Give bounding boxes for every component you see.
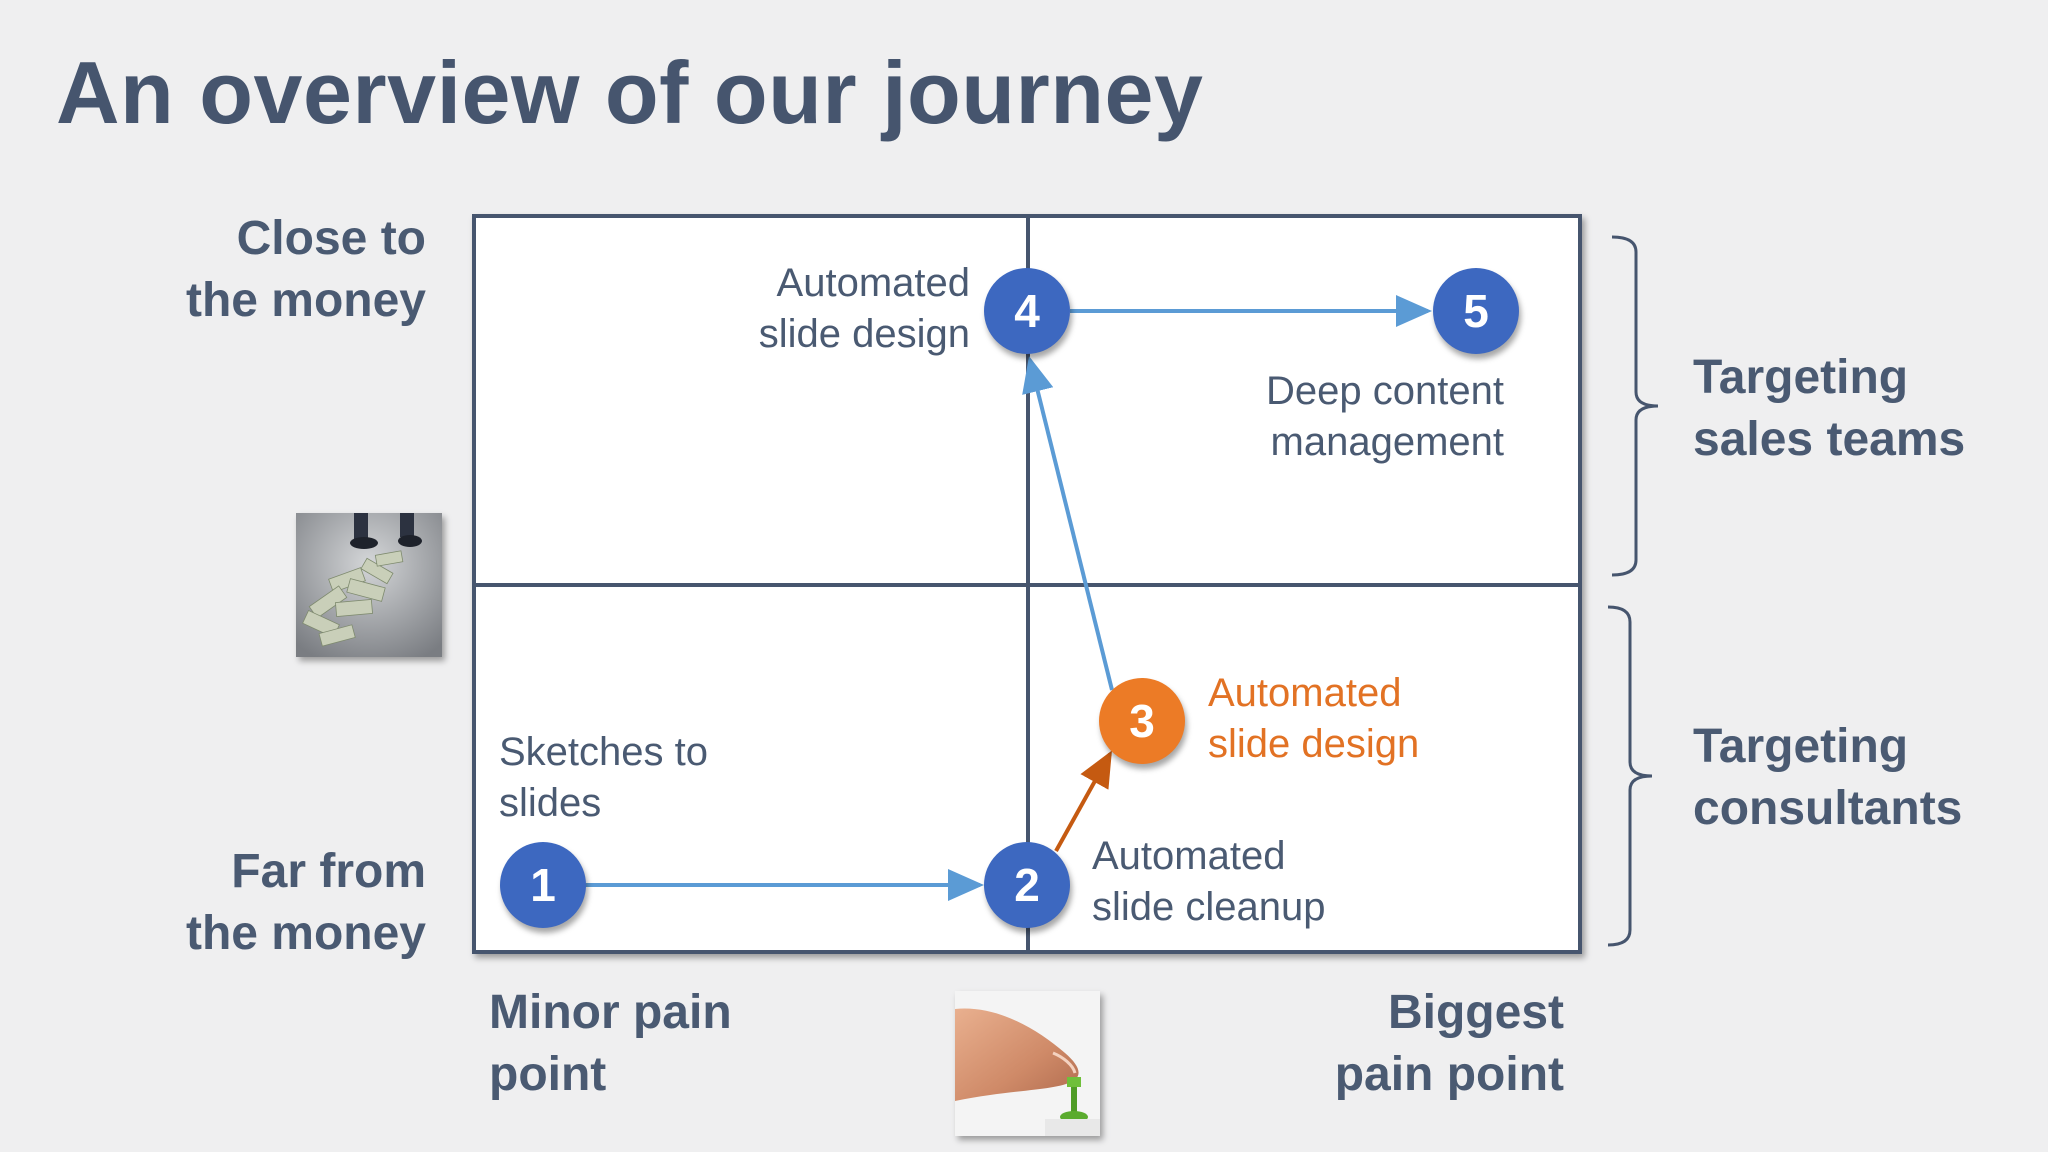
node-3: 3 <box>1099 678 1185 764</box>
node-5-label: Deep content management <box>1266 369 1504 464</box>
pushpin-photo-image <box>955 991 1100 1136</box>
y-axis-top-label: Close to the money <box>185 212 426 327</box>
money-photo-image <box>296 513 442 657</box>
x-axis-left-label: Minor pain point <box>489 986 732 1101</box>
page-title: An overview of our journey <box>56 43 1204 142</box>
node-5: 5 <box>1433 268 1519 354</box>
group-label-sales-teams: Targeting sales teams <box>1693 351 1966 466</box>
node-2: 2 <box>984 842 1070 928</box>
x-axis-right-label: Biggest pain point <box>1334 986 1564 1101</box>
y-axis-bottom-label: Far from the money <box>185 845 426 960</box>
node-3-label: Automated slide design <box>1208 671 1420 766</box>
node-2-label: Automated slide cleanup <box>1092 834 1326 929</box>
arrow-2-to-3 <box>1054 750 1112 852</box>
pushpin-photo <box>955 991 1100 1136</box>
arrow-3-to-4 <box>1022 356 1114 691</box>
node-1-label: Sketches to slides <box>499 730 709 825</box>
node-4-label: Automated slide design <box>758 261 970 356</box>
node-4: 4 <box>984 268 1070 354</box>
grid-horizontal-divider <box>472 583 1582 587</box>
group-label-consultants: Targeting consultants <box>1693 720 1963 835</box>
money-photo <box>296 513 442 657</box>
node-1: 1 <box>500 842 586 928</box>
bracket-sales-teams <box>1611 235 1659 577</box>
bracket-consultants <box>1607 605 1653 947</box>
